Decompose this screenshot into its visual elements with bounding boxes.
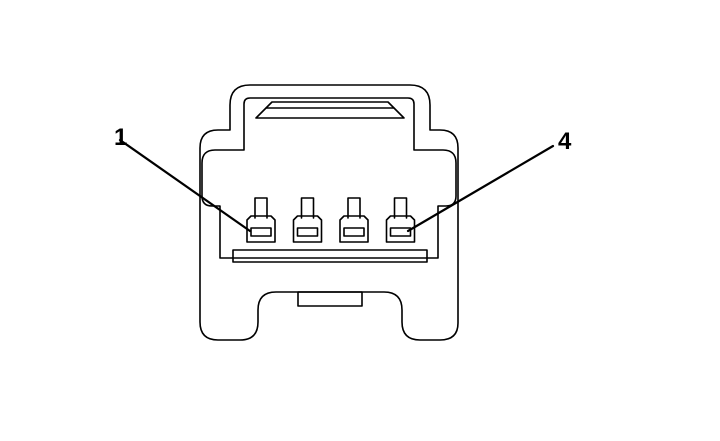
- pin-1-label: 1: [114, 124, 127, 151]
- connector-housing-inner: [201, 97, 457, 259]
- pin-4-label: 4: [558, 128, 572, 155]
- pin-ledge: [232, 249, 428, 263]
- pin-terminal-3: [339, 197, 369, 243]
- pin-terminal-2: [292, 197, 323, 243]
- pin-terminal-1: [246, 197, 276, 243]
- bottom-key-tab: [297, 291, 363, 307]
- leader-line-pin-4: [406, 144, 555, 233]
- pin-terminal-4: [385, 197, 416, 243]
- pin-terminals: [246, 197, 416, 243]
- leader-line-pin-1: [118, 138, 252, 233]
- latch-slot: [255, 101, 405, 119]
- connector-housing-outer: [199, 84, 459, 341]
